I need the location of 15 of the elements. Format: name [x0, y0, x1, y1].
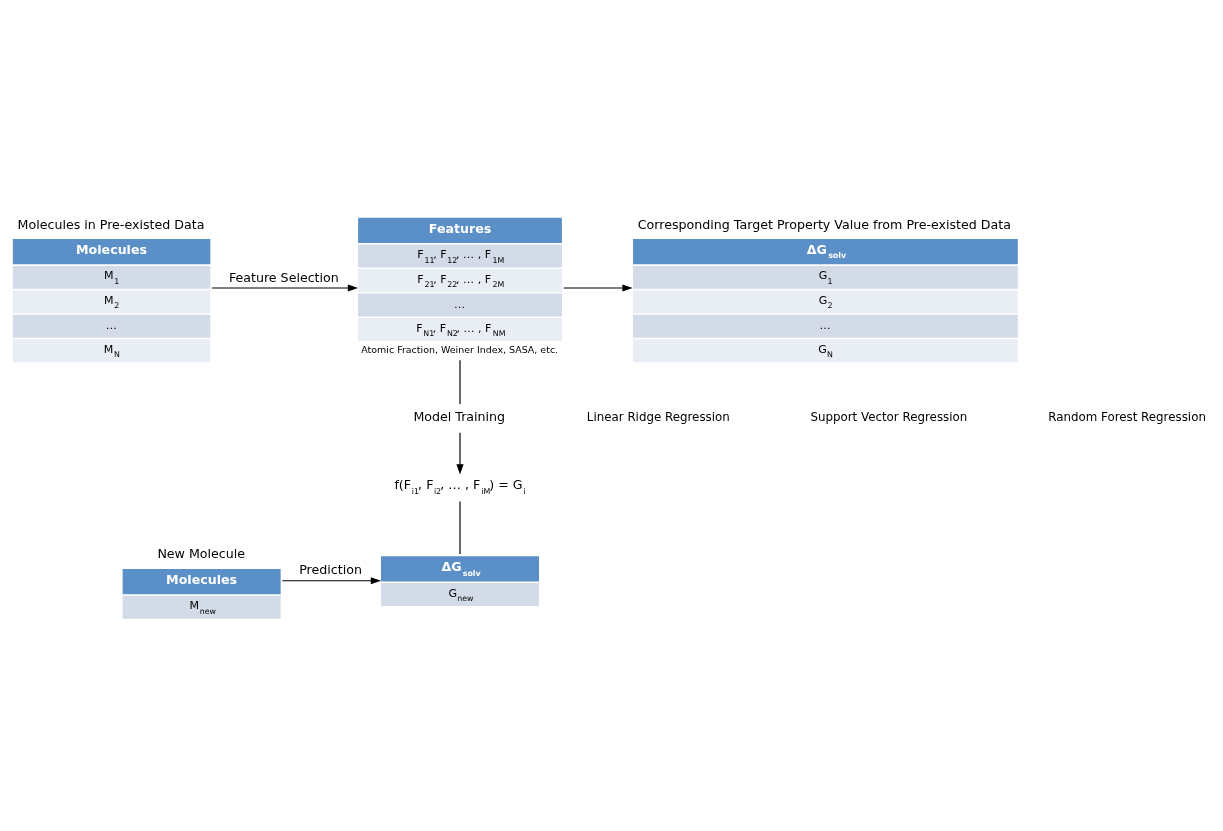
edge-label: Prediction: [299, 561, 362, 577]
node-text: f(F$_{i1}$, F$_{i2}$, … , F$_{iM}$) = G$_{i}$: [394, 476, 526, 496]
node-text: Model Training: [413, 408, 506, 424]
node-label: New Molecule: [157, 545, 246, 561]
node-label: Molecules in Pre-existed Data: [17, 216, 205, 232]
edge-label: Feature Selection: [228, 269, 339, 285]
label: Support Vector Regression: [810, 409, 968, 424]
label: Linear Ridge Regression: [586, 409, 730, 424]
node-label: Atomic Fraction, Weiner Index, SASA, etc.: [361, 343, 559, 355]
node-label: Corresponding Target Property Value from Pre-existed Data: [637, 216, 1012, 232]
arrow: [456, 431, 464, 475]
arrow: [211, 283, 359, 292]
arrow: [281, 576, 382, 584]
label: Random Forest Regression: [1048, 409, 1206, 424]
arrow: [563, 283, 633, 292]
